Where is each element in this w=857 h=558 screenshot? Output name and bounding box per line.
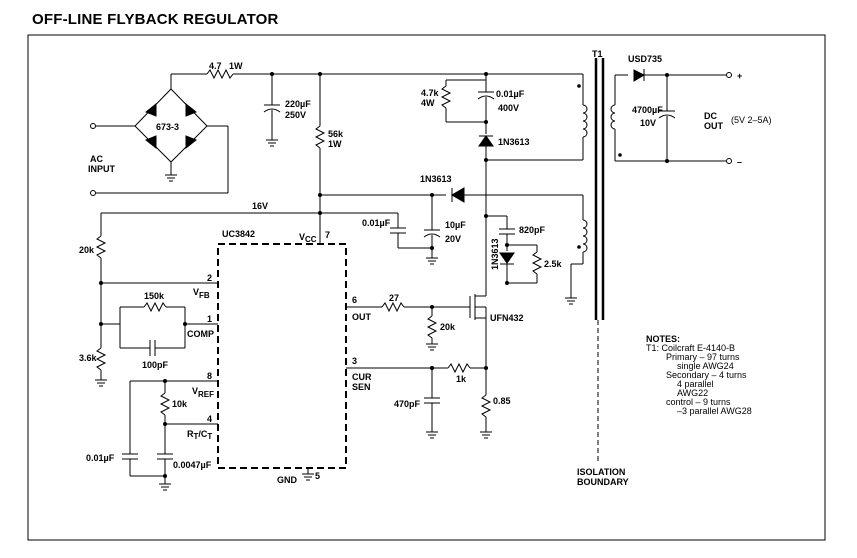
label-ac: AC (90, 154, 103, 164)
notes-line: control – 9 turns (666, 397, 731, 407)
label-c001-mid: 0.01µF (362, 218, 391, 228)
label-dc-spec: (5V 2–5A) (731, 115, 772, 125)
label-c400v: 400V (498, 103, 519, 113)
current-sense (346, 362, 486, 439)
label-r47k: 4.7k (421, 88, 440, 98)
label-pin1: 1 (207, 314, 212, 324)
label-cur: CUR (352, 372, 372, 382)
label-r085: 0.85 (493, 396, 511, 406)
label-d1n3613-b: 1N3613 (420, 174, 452, 184)
label-bridge: 673-3 (156, 122, 179, 132)
label-pin4: 4 (207, 414, 212, 424)
control-winding (320, 187, 588, 305)
label-r47k-4w: 4W (421, 98, 435, 108)
notes-line: T1: Coilcraft E-4140-B (646, 343, 735, 353)
oscillator-network (122, 379, 218, 491)
label-vref: VREF (192, 386, 214, 399)
label-r-4-7: 4.7 (209, 61, 222, 71)
label-d1n3613-c: 1N3613 (490, 238, 500, 270)
feedback-network (94, 213, 218, 387)
label-d1n3613-a: 1N3613 (498, 137, 530, 147)
label-fet: UFN432 (490, 313, 524, 323)
label-r25k: 2.5k (544, 259, 563, 269)
top-rail (171, 68, 583, 80)
label-plus: + (737, 71, 742, 81)
label-pin5: 5 (315, 471, 320, 481)
label-vfb: VFB (193, 287, 210, 300)
label-pin2: 2 (207, 273, 212, 283)
label-t1: T1 (592, 49, 603, 59)
label-r20k-gate: 20k (440, 322, 456, 332)
label-c0047: 0.0047µF (173, 460, 212, 470)
page-title: OFF-LINE FLYBACK REGULATOR (32, 11, 279, 28)
label-c4700: 4700µF (632, 105, 663, 115)
notes-line: Secondary – 4 turns (666, 370, 747, 380)
label-c10v: 10V (640, 118, 656, 128)
resistor-56k (314, 74, 326, 215)
uc3842-chip (217, 243, 347, 481)
label-comp: COMP (187, 329, 214, 339)
bridge-rectifier (134, 74, 208, 182)
snubber-network (440, 74, 495, 160)
label-r-1w-top: 1W (229, 61, 243, 71)
capacitor-220uf (263, 74, 281, 147)
label-usd735: USD735 (628, 54, 662, 64)
label-16v: 16V (252, 201, 268, 211)
label-isolation: ISOLATION (577, 467, 625, 477)
label-vcc: VCC (299, 232, 317, 244)
label-c100p: 100pF (142, 360, 169, 370)
label-c001-bot: 0.01µF (86, 453, 115, 463)
vcc-rail (101, 195, 441, 265)
label-out: OUT (352, 312, 372, 322)
label-r10k: 10k (172, 399, 188, 409)
notes-line: 4 parallel (677, 379, 714, 389)
label-gnd: GND (277, 475, 298, 485)
gate-drive (346, 301, 470, 351)
label-r150k: 150k (144, 291, 165, 301)
label-sen: SEN (352, 382, 371, 392)
label-boundary: BOUNDARY (577, 477, 629, 487)
label-rtct: RT/CT (187, 429, 212, 441)
label-r56k: 56k (328, 129, 344, 139)
label-c820: 820pF (519, 225, 546, 235)
label-c250: 250V (285, 110, 306, 120)
notes-block: NOTES: T1: Coilcraft E-4140-B Primary – … (646, 334, 752, 416)
label-ac-input: INPUT (88, 164, 116, 174)
label-c001-top: 0.01µF (496, 89, 525, 99)
notes-line: Primary – 97 turns (666, 352, 740, 362)
mosfet-ufn432 (469, 294, 493, 439)
label-c470p: 470pF (394, 399, 421, 409)
label-minus: – (737, 157, 742, 167)
label-pin8: 8 (207, 371, 212, 381)
notes-line: NOTES: (646, 334, 680, 344)
notes-line: single AWG24 (677, 361, 734, 371)
label-r20k-left: 20k (79, 245, 95, 255)
label-pin3: 3 (352, 356, 357, 366)
diagram-frame (27, 34, 826, 541)
ac-input-terminals (90, 123, 229, 196)
label-dc-out: OUT (704, 121, 724, 131)
transformer-core (594, 58, 605, 462)
label-c20v: 20V (445, 234, 461, 244)
label-pin7: 7 (325, 230, 330, 240)
label-r56k-1w: 1W (328, 139, 342, 149)
label-ic: UC3842 (222, 229, 255, 239)
label-r1k: 1k (456, 374, 467, 384)
label-pin6: 6 (352, 295, 357, 305)
drain-clamp (484, 160, 543, 296)
label-dc: DC (704, 111, 717, 121)
transformer-secondary (610, 69, 732, 164)
label-c10u: 10µF (445, 220, 466, 230)
transformer-primary (484, 74, 588, 162)
notes-line: AWG22 (677, 388, 708, 398)
label-r27: 27 (389, 293, 399, 303)
label-r36k: 3.6k (79, 353, 98, 363)
label-c220: 220µF (285, 99, 311, 109)
notes-line: –3 parallel AWG28 (677, 406, 752, 416)
